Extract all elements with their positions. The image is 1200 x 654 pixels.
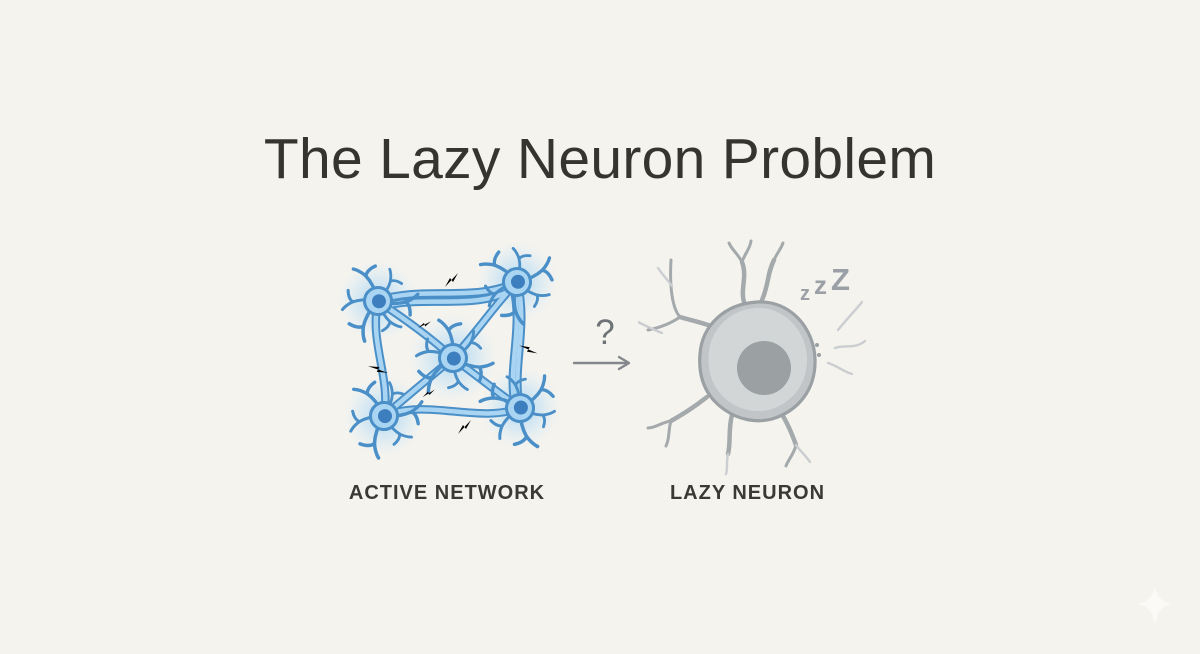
lazy-neuron-label: LAZY NEURON bbox=[669, 482, 826, 504]
transition: ? bbox=[572, 312, 638, 372]
sparkle-icon bbox=[1137, 586, 1173, 626]
sleep-z3: Z bbox=[831, 262, 850, 297]
question-mark: ? bbox=[595, 313, 615, 352]
lazy-neuron-illustration: z z Z bbox=[638, 239, 867, 476]
lazy-neuron-body bbox=[698, 300, 817, 423]
sleep-z1: z bbox=[800, 283, 810, 305]
lazy-neuron-dendrites bbox=[638, 239, 867, 476]
sleep-text: z z Z bbox=[800, 262, 850, 305]
active-network-illustration bbox=[325, 228, 583, 474]
slide-title: The Lazy Neuron Problem bbox=[263, 127, 937, 191]
right-arrow-icon bbox=[572, 355, 631, 371]
sleep-z2: z bbox=[814, 270, 827, 300]
active-network-label: ACTIVE NETWORK bbox=[348, 482, 546, 504]
lazy-neuron-nucleus bbox=[737, 341, 791, 395]
